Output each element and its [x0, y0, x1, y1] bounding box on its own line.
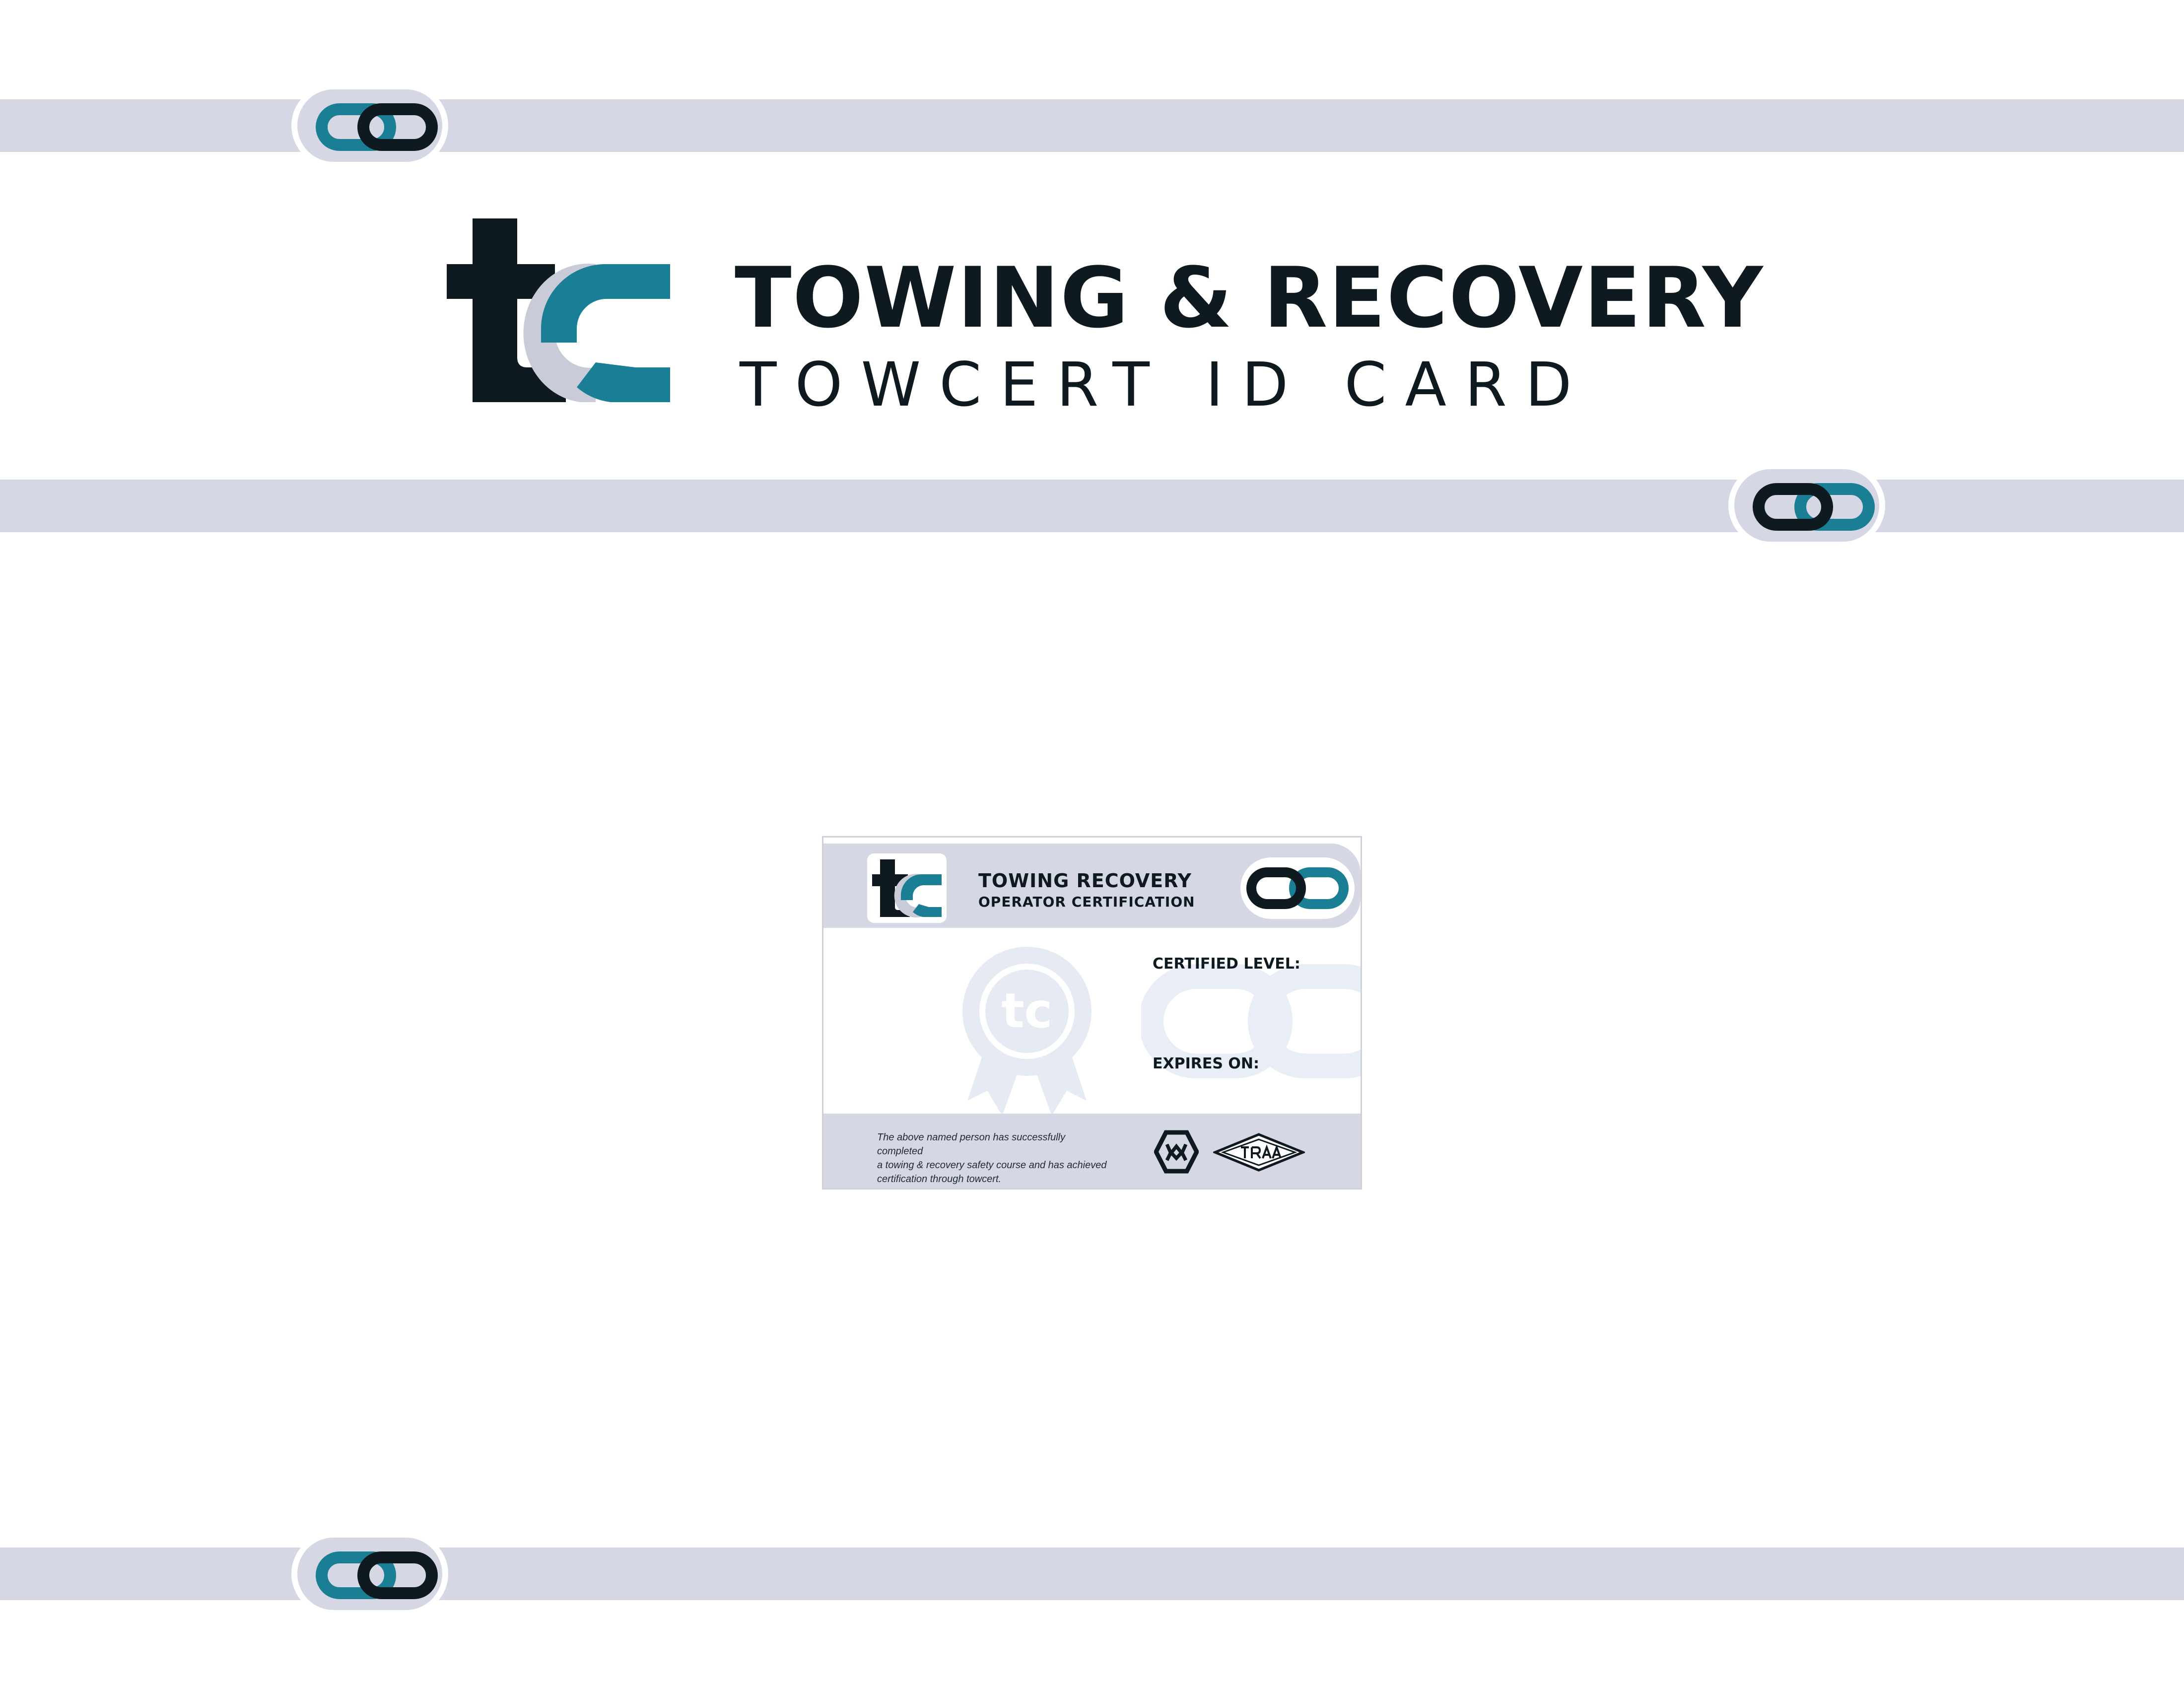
traa-logo: [1212, 1132, 1306, 1172]
chain-link-icon: [1727, 463, 1886, 548]
certified-level-label: CERTIFIED LEVEL:: [1153, 955, 1300, 973]
chain-link-icon: [1240, 857, 1355, 919]
tc-logo-icon: [447, 218, 670, 402]
svg-text:tc: tc: [1002, 983, 1053, 1039]
note-line: a towing & recovery safety course and ha…: [877, 1160, 1107, 1171]
page-title: TOWING & RECOVERY: [735, 249, 1764, 347]
tc-logo-icon: [867, 853, 947, 923]
page-subtitle: TOWCERT ID CARD: [740, 350, 1590, 420]
award-ribbon-icon: tc: [957, 942, 1096, 1121]
card-title: TOWING RECOVERY: [978, 870, 1192, 892]
note-line: The above named person has successfully …: [877, 1132, 1066, 1157]
note-line: certification through towcert.: [877, 1174, 1002, 1185]
id-card: TOWING RECOVERY OPERATOR CERTIFICATION t…: [822, 836, 1362, 1190]
chain-link-icon: [1139, 962, 1361, 1081]
chain-link-icon: [290, 83, 449, 168]
card-subtitle: OPERATOR CERTIFICATION: [978, 894, 1195, 910]
expires-on-label: EXPIRES ON:: [1153, 1055, 1260, 1072]
wm-hexagon-logo: [1153, 1129, 1200, 1174]
certification-note: The above named person has successfully …: [877, 1130, 1110, 1186]
chain-link-icon: [290, 1532, 449, 1616]
